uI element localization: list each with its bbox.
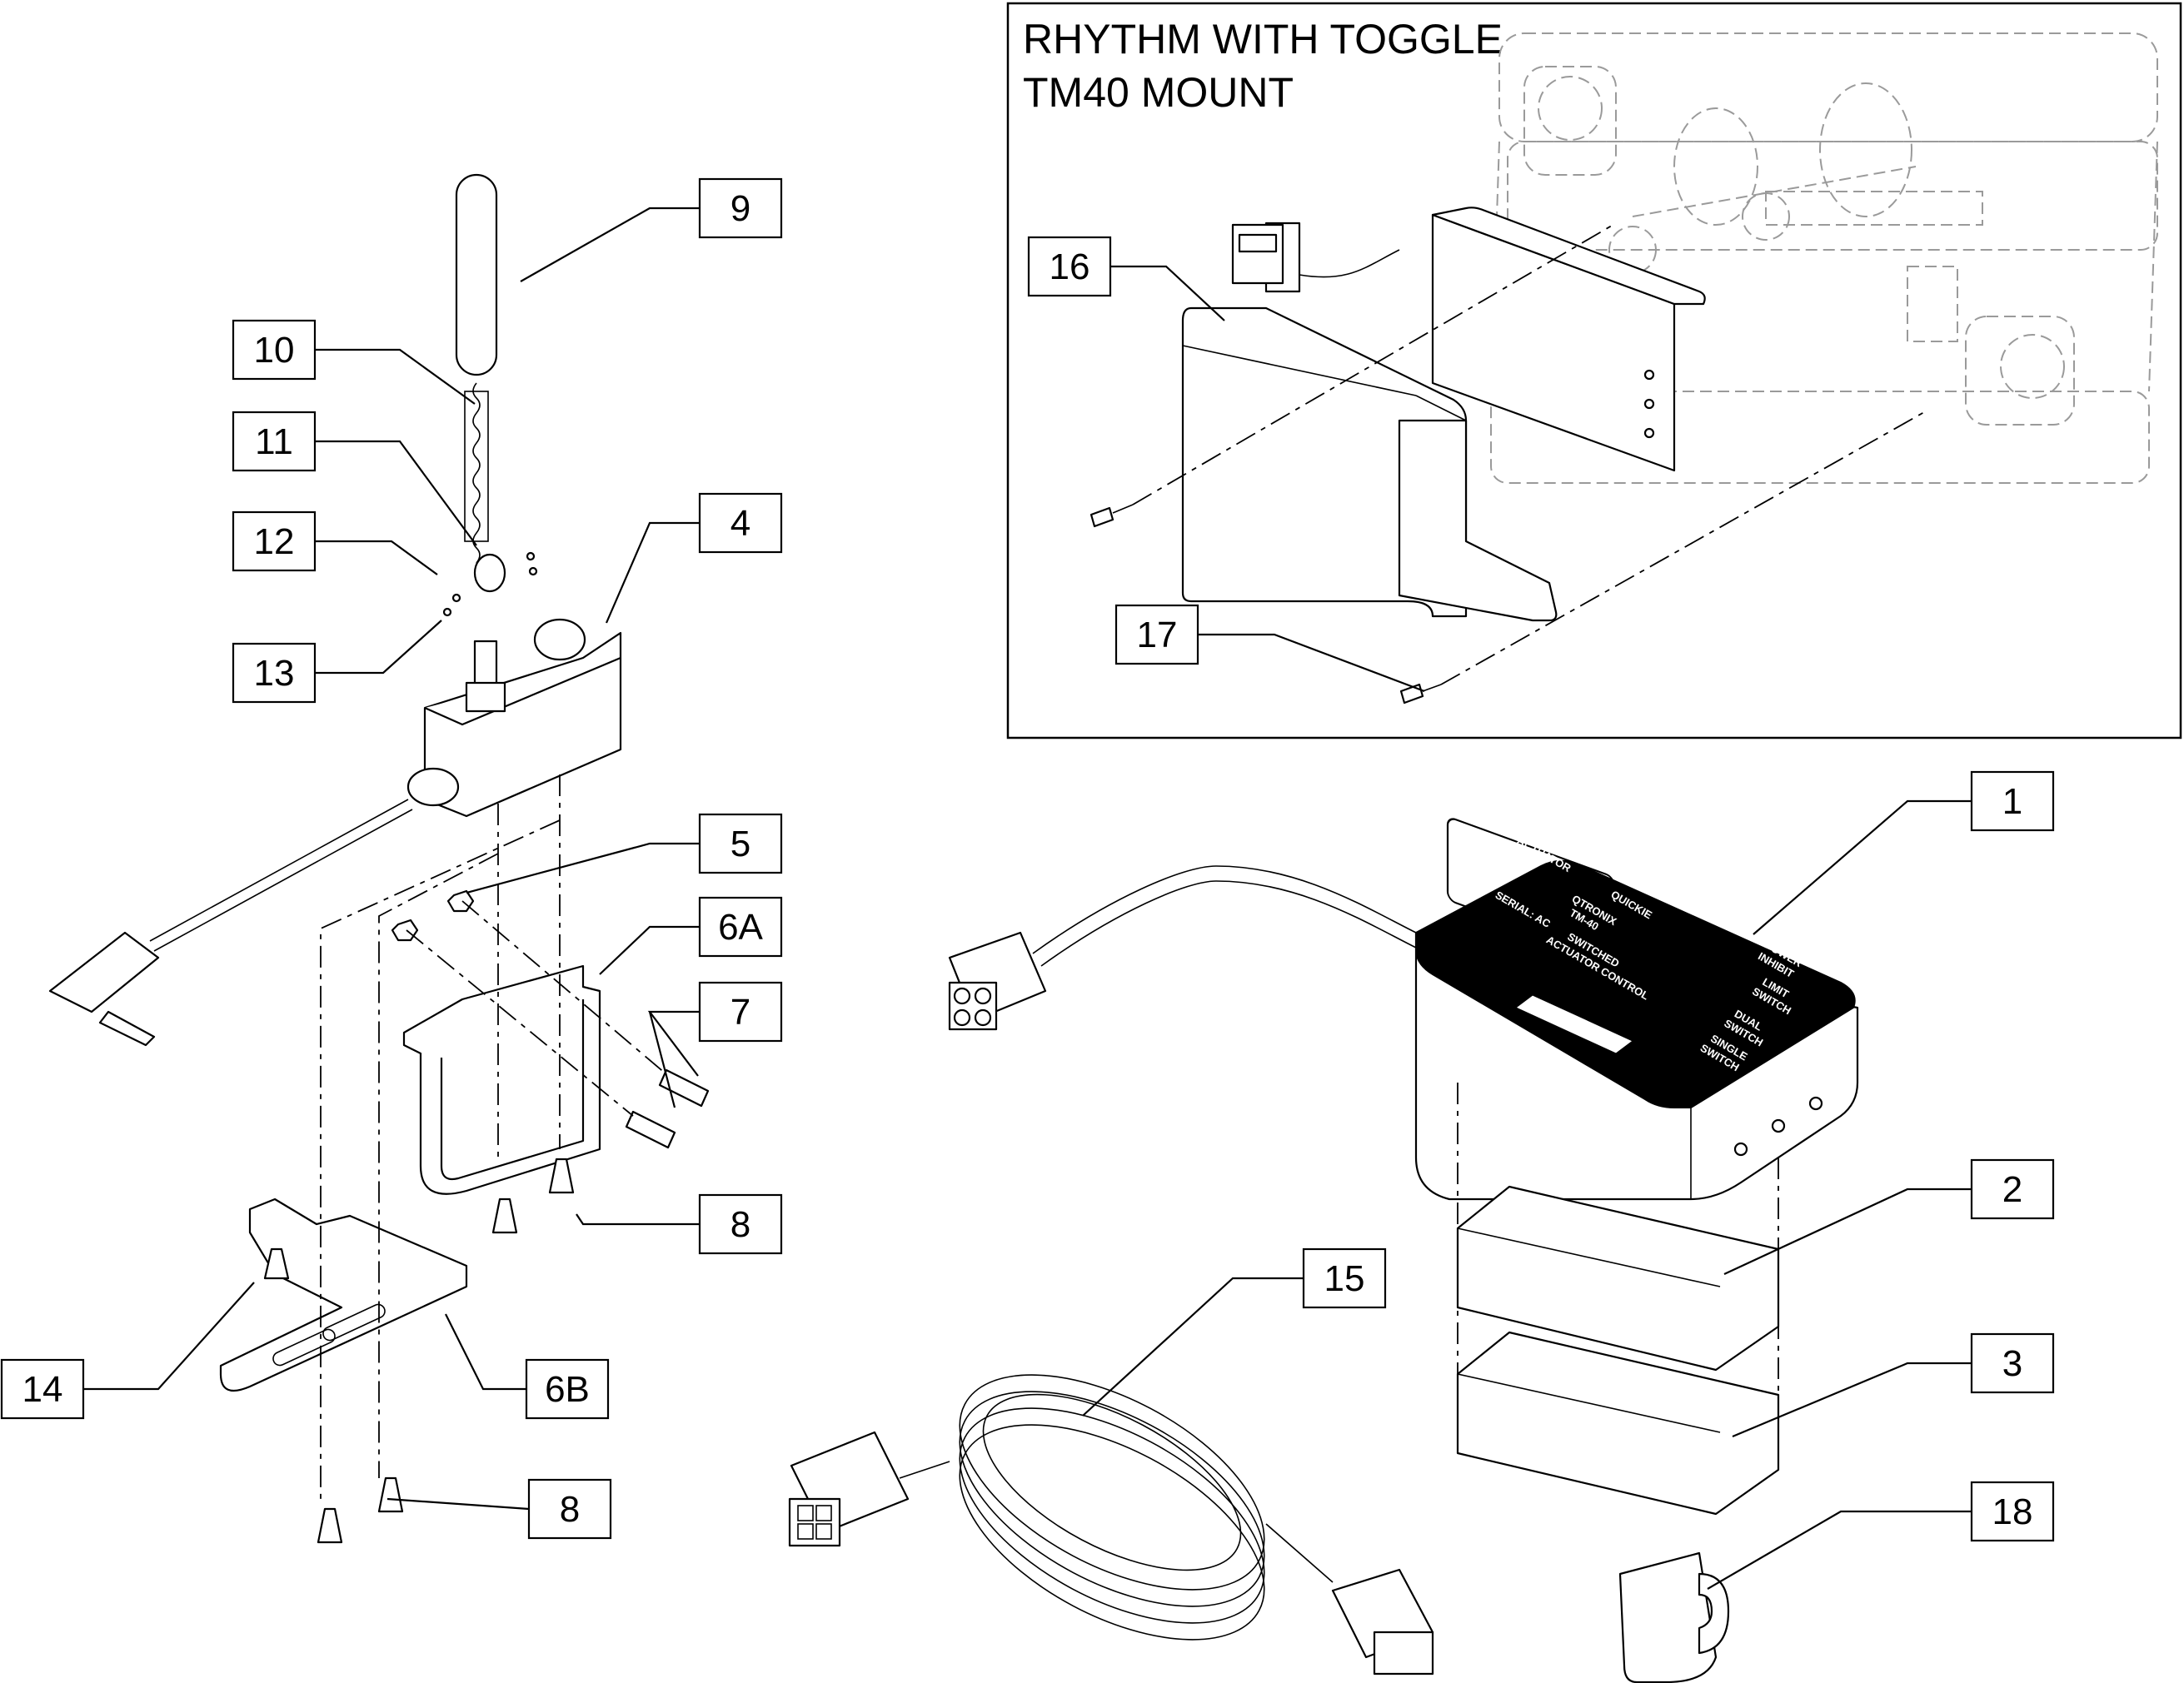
callout-12: 12 <box>232 510 317 572</box>
cable-clip <box>1618 1551 1718 1683</box>
serial-field <box>1515 994 1633 1054</box>
screw <box>317 1507 343 1544</box>
inset-title-line1: RHYTHM WITH TOGGLE <box>1023 16 1503 62</box>
set-screw <box>451 593 461 603</box>
set-screw <box>528 566 538 576</box>
inset-title-line2: TM40 MOUNT <box>1023 69 1294 116</box>
callout-4-label: 4 <box>730 503 750 544</box>
callout-1: 1 <box>1970 770 2055 832</box>
coiled-cable <box>788 1374 1434 1676</box>
callout-14: 14 <box>0 1358 85 1420</box>
callout-5-label: 5 <box>730 824 750 864</box>
callout-6b: 6B <box>525 1358 610 1420</box>
toggle-knob <box>455 173 498 376</box>
callout-14-label: 14 <box>22 1369 63 1410</box>
screw <box>377 1476 404 1513</box>
push-button <box>533 618 586 661</box>
callout-3-label: 3 <box>2002 1343 2022 1384</box>
callout-17-label: 17 <box>1137 615 1178 655</box>
callout-6b-label: 6B <box>545 1369 590 1410</box>
bolt <box>658 1068 710 1108</box>
callout-17: 17 <box>1114 604 1199 665</box>
callout-4: 4 <box>698 492 783 554</box>
set-screw <box>526 551 536 561</box>
cover-bracket-16 <box>1181 306 1558 622</box>
screw <box>263 1247 290 1280</box>
callout-8-upper-label: 8 <box>730 1204 750 1245</box>
cable-gland <box>406 767 460 807</box>
callout-8-lower: 8 <box>527 1478 612 1540</box>
callout-10-label: 10 <box>254 330 295 371</box>
callout-16: 16 <box>1027 236 1112 297</box>
callout-6a: 6A <box>698 896 783 958</box>
callout-2-label: 2 <box>2002 1169 2022 1210</box>
set-screw <box>442 607 452 617</box>
toggle-assembly <box>48 173 622 1047</box>
callout-12-label: 12 <box>254 521 295 562</box>
hardware <box>263 889 710 1544</box>
nut <box>391 919 419 942</box>
callout-5: 5 <box>698 813 783 874</box>
bolt <box>625 1110 676 1149</box>
callout-10: 10 <box>232 319 317 381</box>
callout-13: 13 <box>232 642 317 704</box>
inset-connector <box>1231 223 1400 285</box>
collar <box>473 553 506 593</box>
callout-15: 15 <box>1302 1247 1387 1309</box>
led-indicator <box>1733 1142 1748 1157</box>
callout-2: 2 <box>1970 1158 2055 1220</box>
control-module: QUICKIE QTRONIX TM-40 ACTUATOR SWITCHED … <box>948 834 1859 1201</box>
callout-11-label: 11 <box>255 421 293 462</box>
callout-7: 7 <box>698 981 783 1043</box>
screw <box>491 1198 518 1234</box>
plug <box>48 931 160 1013</box>
callout-15-label: 15 <box>1324 1258 1365 1299</box>
spring <box>464 382 489 564</box>
callout-9-label: 9 <box>730 188 750 229</box>
callout-8-upper: 8 <box>698 1193 783 1255</box>
callout-18: 18 <box>1970 1481 2055 1542</box>
callout-8-lower-label: 8 <box>560 1489 580 1530</box>
led-indicator <box>1808 1096 1823 1111</box>
led-indicator <box>1771 1118 1786 1133</box>
callout-9: 9 <box>698 177 783 239</box>
callout-3: 3 <box>1970 1332 2055 1394</box>
inset-panel: RHYTHM WITH TOGGLE TM40 MOUNT <box>1006 2 2182 959</box>
plate-6b <box>219 1198 468 1392</box>
callout-18-label: 18 <box>1992 1491 2033 1532</box>
callout-16-label: 16 <box>1050 246 1090 287</box>
callout-11: 11 <box>232 411 317 472</box>
assembly-centerlines <box>320 774 667 1499</box>
nut <box>446 889 475 913</box>
callout-7-label: 7 <box>730 992 750 1033</box>
callout-13-label: 13 <box>254 653 295 694</box>
screw <box>548 1158 575 1194</box>
bracket-6a <box>402 964 601 1195</box>
callout-6a-label: 6A <box>718 907 763 948</box>
callout-1-label: 1 <box>2002 781 2022 822</box>
